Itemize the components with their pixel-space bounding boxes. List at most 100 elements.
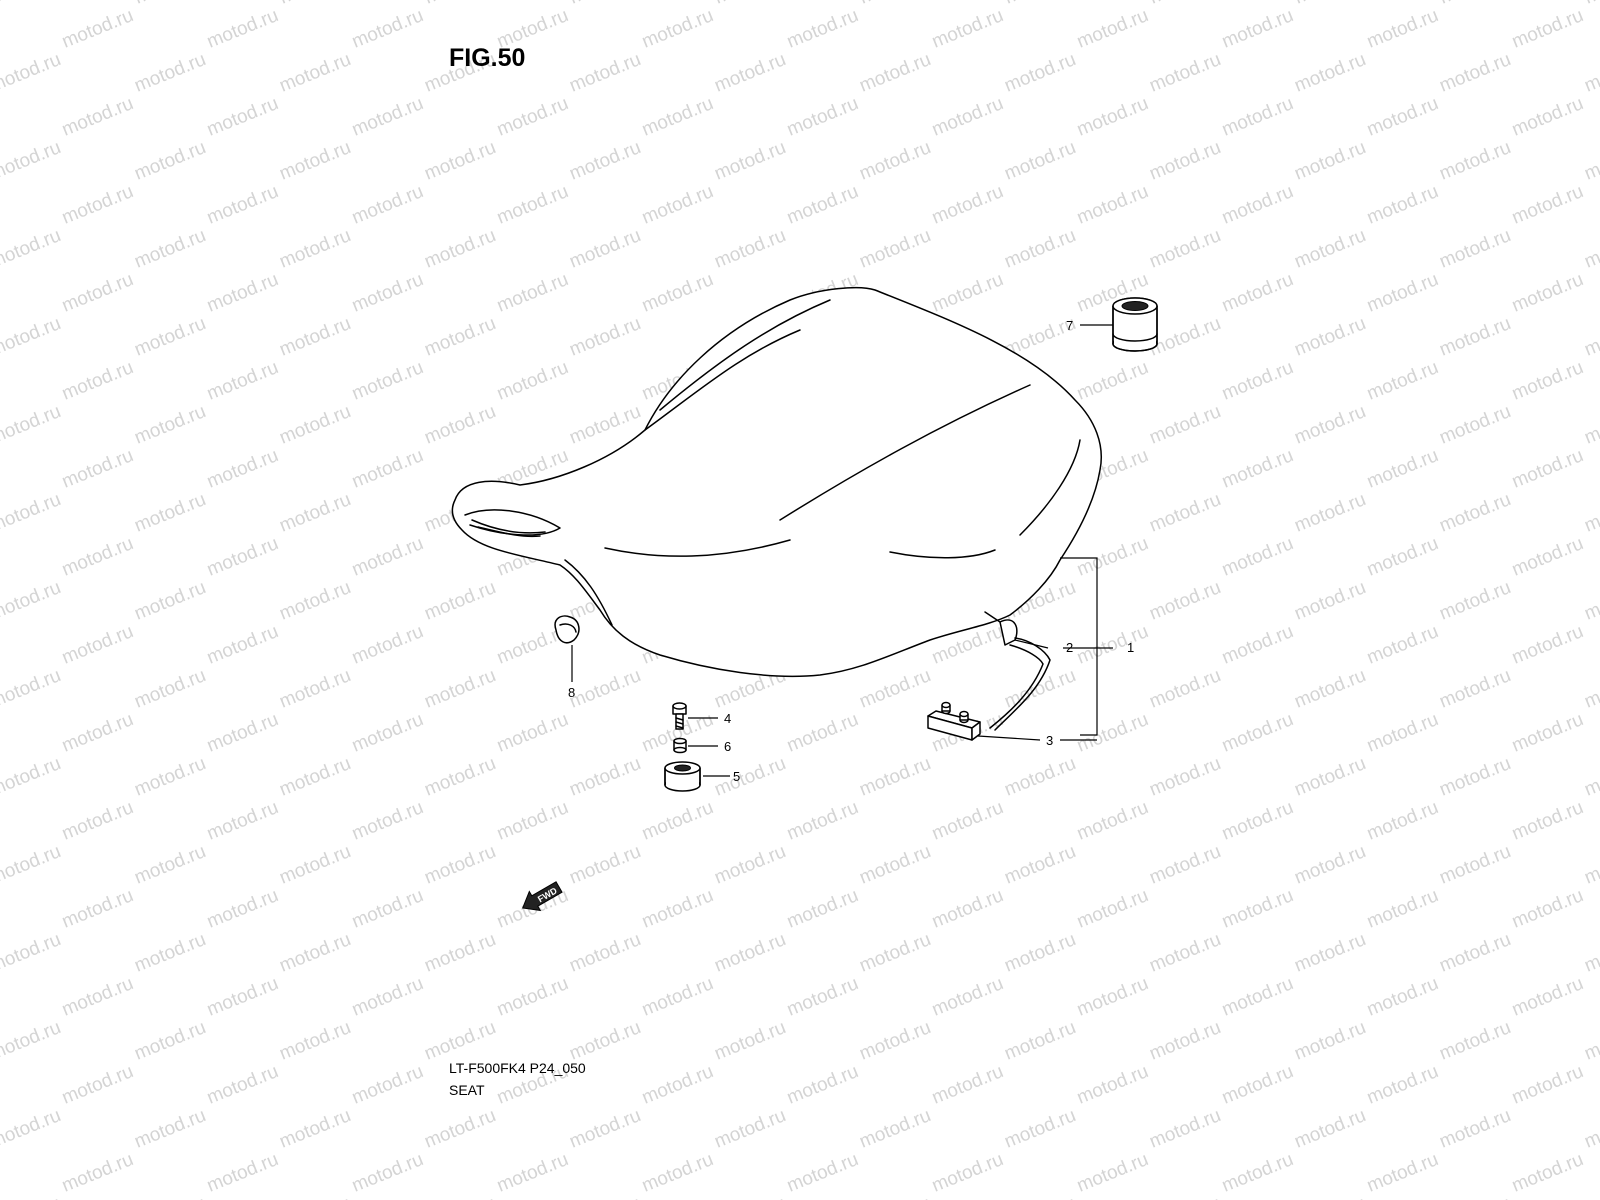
watermark-text: motod.ru (1219, 973, 1296, 1021)
watermark-text: motod.ru (59, 533, 136, 581)
watermark-text: motod.ru (59, 5, 136, 53)
watermark-text: motod.ru (59, 181, 136, 229)
watermark-text: motod.ru (132, 1193, 209, 1200)
watermark-text: motod.ru (639, 269, 716, 317)
bolt[interactable] (672, 702, 687, 730)
leader-lines (571, 324, 1113, 777)
watermark-text: motod.ru (277, 577, 354, 625)
cushion-ring[interactable] (664, 761, 701, 792)
watermark-text: motod.ru (857, 225, 934, 273)
watermark-text: motod.ru (349, 797, 426, 845)
watermark-text: motod.ru (929, 1061, 1006, 1109)
watermark-text: motod.ru (1147, 1017, 1224, 1065)
watermark-text: motod.ru (712, 841, 789, 889)
watermark-text: motod.ru (712, 1017, 789, 1065)
watermark-text: motod.ru (204, 1149, 281, 1197)
watermark-text: motod.ru (132, 929, 209, 977)
watermark-text: motod.ru (494, 973, 571, 1021)
watermark-text: motod.ru (1292, 401, 1369, 449)
watermark-text: motod.ru (784, 1061, 861, 1109)
watermark-text: motod.ru (784, 797, 861, 845)
watermark-text: motod.ru (59, 709, 136, 757)
watermark-text: motod.ru (349, 93, 426, 141)
watermark-text: motod.ru (1509, 1149, 1586, 1197)
watermark-text: motod.ru (422, 577, 499, 625)
watermark-text: motod.ru (1509, 269, 1586, 317)
grommet[interactable] (554, 615, 580, 644)
watermark-text: motod.ru (567, 1193, 644, 1200)
watermark-text: motod.ru (1147, 929, 1224, 977)
callout-7: 7 (1066, 318, 1073, 333)
watermark-text: motod.ru (784, 709, 861, 757)
watermark-text: motod.ru (132, 1105, 209, 1153)
watermark-text: motod.ru (204, 885, 281, 933)
watermark-text: motod.ru (422, 225, 499, 273)
watermark-text: motod.ru (494, 269, 571, 317)
seat-cushion-block[interactable] (927, 701, 981, 741)
watermark-text: motod.ru (1074, 357, 1151, 405)
watermark-text: motod.ru (1074, 1149, 1151, 1197)
watermark-text: motod.ru (1582, 0, 1600, 9)
watermark-text: motod.ru (1509, 1061, 1586, 1109)
watermark-text: motod.ru (639, 181, 716, 229)
watermark-text: motod.ru (277, 841, 354, 889)
watermark-text: motod.ru (929, 181, 1006, 229)
seat-cushion-cap[interactable] (1112, 297, 1158, 352)
watermark-text: motod.ru (567, 753, 644, 801)
watermark-text: motod.ru (0, 841, 64, 889)
watermark-text: motod.ru (567, 0, 644, 9)
watermark-text: motod.ru (712, 0, 789, 9)
watermark-text: motod.ru (1074, 181, 1151, 229)
watermark-text: motod.ru (567, 137, 644, 185)
watermark-text: motod.ru (1509, 885, 1586, 933)
watermark-text: motod.ru (0, 1017, 64, 1065)
watermark-text: motod.ru (1509, 973, 1586, 1021)
watermark-text: motod.ru (1509, 797, 1586, 845)
watermark-text: motod.ru (1219, 181, 1296, 229)
watermark-text: motod.ru (494, 709, 571, 757)
watermark-text: motod.ru (1147, 841, 1224, 889)
watermark-text: motod.ru (639, 797, 716, 845)
watermark-text: motod.ru (1292, 313, 1369, 361)
watermark-text: motod.ru (0, 665, 64, 713)
watermark-text: motod.ru (857, 1105, 934, 1153)
watermark-text: motod.ru (567, 665, 644, 713)
watermark-text: motod.ru (132, 665, 209, 713)
watermark-text: motod.ru (1292, 49, 1369, 97)
watermark-text: motod.ru (1582, 401, 1600, 449)
watermark-text: motod.ru (132, 313, 209, 361)
watermark-text: motod.ru (422, 1105, 499, 1153)
watermark-text: motod.ru (1437, 489, 1514, 537)
watermark-text: motod.ru (1437, 137, 1514, 185)
callout-1: 1 (1127, 640, 1134, 655)
watermark-text: motod.ru (1437, 1193, 1514, 1200)
watermark-text: motod.ru (349, 533, 426, 581)
watermark-text: motod.ru (1582, 137, 1600, 185)
watermark-text: motod.ru (0, 1105, 64, 1153)
watermark-text: motod.ru (1437, 1105, 1514, 1153)
watermark-text: motod.ru (1292, 225, 1369, 273)
collar[interactable] (673, 737, 687, 754)
callout-8: 8 (568, 685, 575, 700)
watermark-text: motod.ru (1509, 709, 1586, 757)
watermark-text: motod.ru (277, 1017, 354, 1065)
watermark-text: motod.ru (712, 929, 789, 977)
watermark-text: motod.ru (929, 269, 1006, 317)
watermark-text: motod.ru (1582, 489, 1600, 537)
watermark-text: motod.ru (1074, 973, 1151, 1021)
watermark-text: motod.ru (494, 181, 571, 229)
watermark-text: motod.ru (784, 973, 861, 1021)
watermark-text: motod.ru (929, 973, 1006, 1021)
watermark-text: motod.ru (1364, 885, 1441, 933)
watermark-text: motod.ru (1002, 665, 1079, 713)
watermark-text: motod.ru (1509, 181, 1586, 229)
watermark-text: motod.ru (857, 929, 934, 977)
watermark-text: motod.ru (1292, 1193, 1369, 1200)
watermark-text: motod.ru (1147, 0, 1224, 9)
seat-hook[interactable] (984, 611, 1051, 731)
watermark-text: motod.ru (784, 1149, 861, 1197)
figure-title: FIG.50 (449, 44, 525, 72)
watermark-text: motod.ru (132, 0, 209, 9)
seat-assembly[interactable] (451, 286, 1102, 678)
watermark-text: motod.ru (204, 973, 281, 1021)
